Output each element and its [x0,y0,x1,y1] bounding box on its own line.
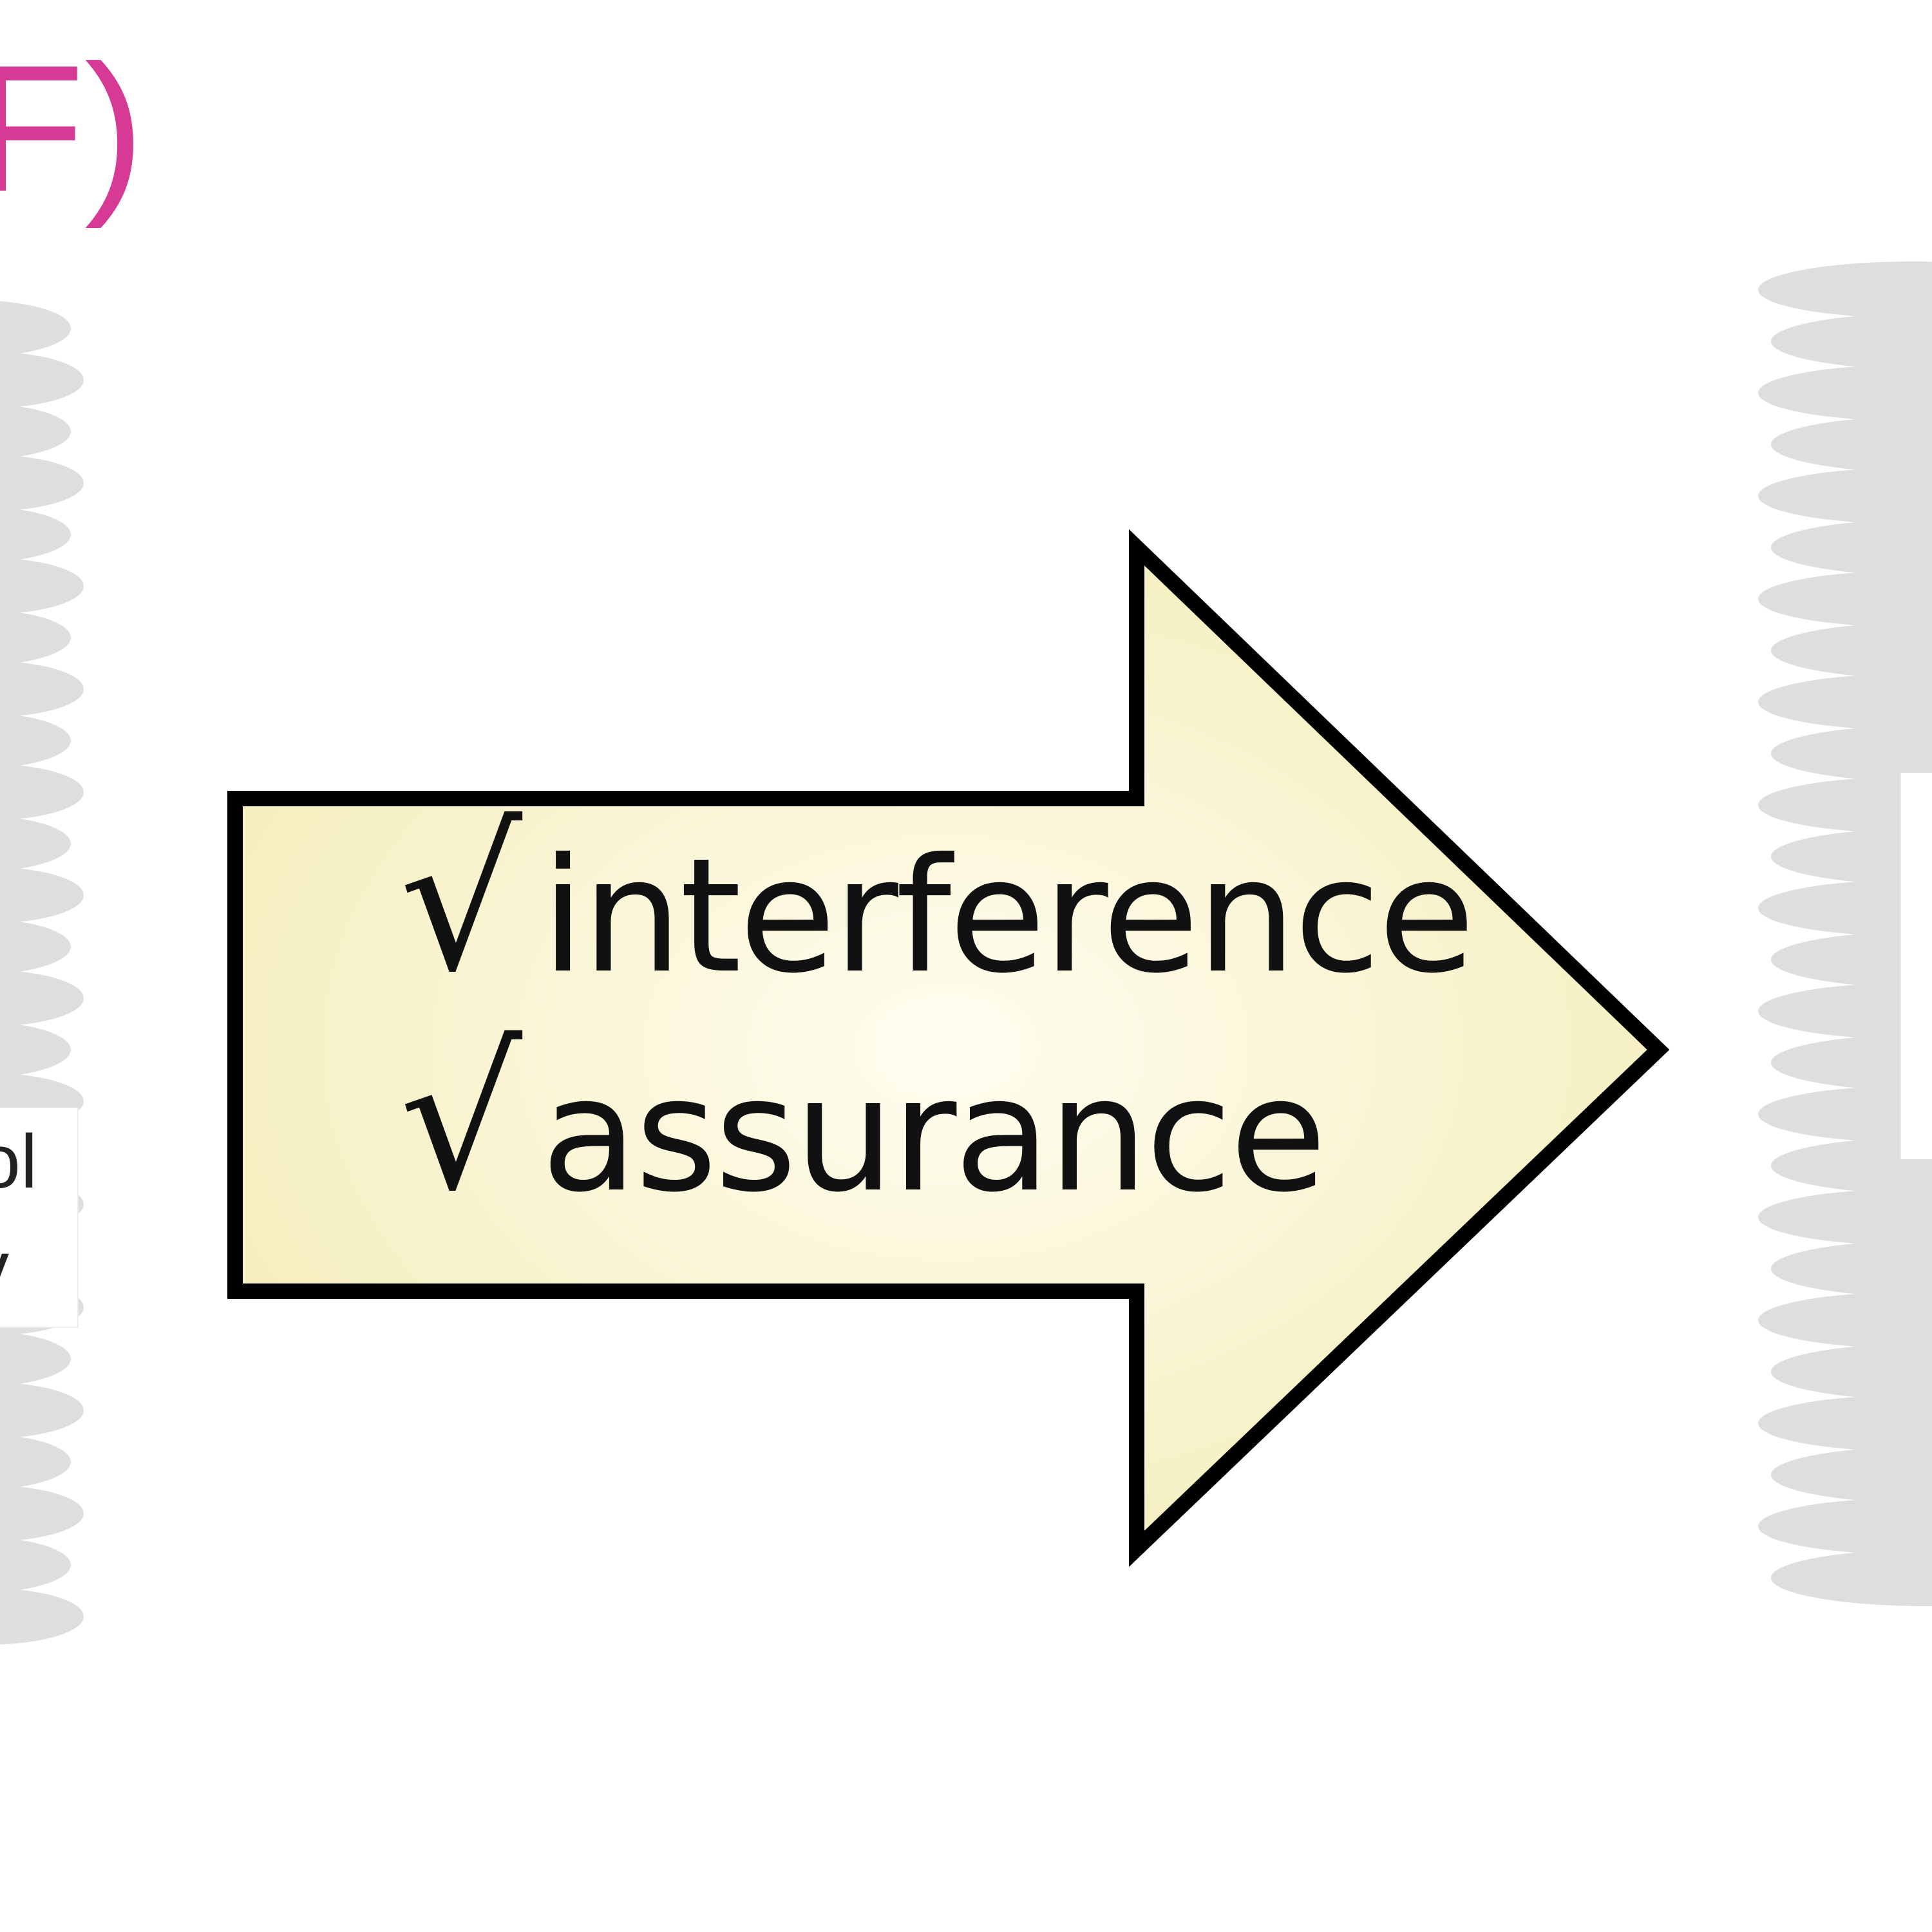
stack-disc [0,1022,71,1077]
stack-disc [0,1588,84,1645]
stack-disc [1771,1549,1932,1606]
stack-disc [1771,725,1932,782]
stack-disc [0,713,71,768]
left-label-box [0,1108,79,1328]
stack-disc [0,352,84,408]
stack-disc [1758,1189,1932,1245]
stack-disc [1758,1498,1932,1555]
left-label-line-1: iol [0,1119,38,1204]
stack-disc [1758,365,1932,421]
checkmark-icon: √ [399,789,523,1014]
stack-disc [1758,674,1932,730]
stack-disc [1771,313,1932,370]
stack-disc [1758,468,1932,524]
stack-disc [1771,1343,1932,1400]
right-arrow-shape [227,529,1670,1567]
stack-disc [0,1485,84,1542]
stack-disc [1771,622,1932,679]
arrow-item-interference: interference [541,824,1475,1008]
stack-disc [1771,1034,1932,1091]
stack-disc [1758,1292,1932,1349]
stack-disc [0,970,84,1027]
stack-disc [1758,777,1932,833]
stack-disc [1771,828,1932,885]
stack-disc [0,867,84,923]
stack-disc [0,1537,71,1593]
stack-disc [0,1382,84,1439]
checkmark-icon: √ [399,1008,523,1233]
stack-disc [1771,1446,1932,1503]
stack-disc [0,301,71,356]
stack-disc [1771,416,1932,473]
stack-disc [0,1434,71,1490]
stack-disc [1758,880,1932,936]
arrow-item-assurance: assurance [541,1043,1327,1227]
stack-disc [1758,1395,1932,1452]
stack-disc [1758,1086,1932,1142]
stack-disc [1771,519,1932,576]
stack-disc [1771,1137,1932,1194]
stack-disc [0,764,84,820]
right-label-box [1900,773,1932,1159]
stack-disc [0,610,71,665]
stack-disc [1771,931,1932,988]
stack-disc [1771,1240,1932,1297]
stack-disc [1758,983,1932,1039]
stack-disc [0,455,84,511]
left-label-line-2: y [0,1230,9,1306]
stack-disc [1758,261,1932,318]
stack-disc [0,404,71,459]
stack-disc [0,558,84,614]
stack-disc [0,816,71,871]
stack-disc [0,1331,71,1387]
stack-disc [0,507,71,562]
heading-fragment: F) [0,28,145,229]
stack-disc [0,919,71,974]
stack-disc [0,661,84,717]
stack-disc [1758,571,1932,627]
